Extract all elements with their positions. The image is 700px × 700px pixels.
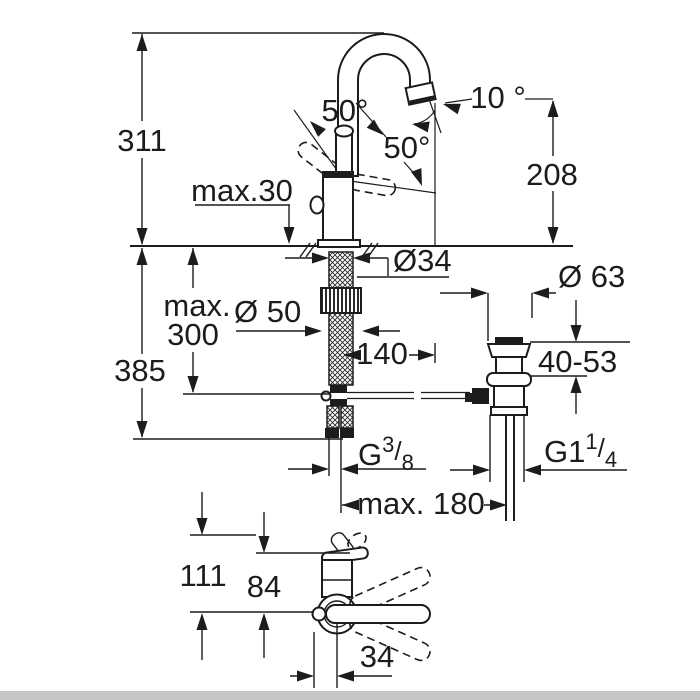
lever-axis-up-right [355,102,387,138]
dim-line-34 [290,624,392,688]
plan-rod-knob [311,606,327,622]
waste-thread-sub: 4 [605,447,617,472]
dim-rod-distance-label: max. 180 [357,486,485,521]
plan-lever-dashed-up [349,566,431,615]
dim-spout-angle-label: 10 ° [470,80,526,115]
dim-lever-length-label: 111 [179,558,226,593]
dim-deck-thickness-label: max.30 [191,173,293,208]
dim-below-height-label: 385 [114,353,166,388]
mounting-nut [320,287,362,314]
dim-shank-diameter-label: Ø34 [393,243,452,278]
waste-neck [495,356,523,374]
supply-hose-right [340,405,354,429]
waste-tailpipe [505,415,515,521]
supply-hose-left [326,405,340,429]
waste-thread-sup: 1 [585,429,597,454]
waste-thread-base: G1 [544,434,585,469]
waste-rod-coupling [472,388,489,404]
dim-line-g114 [450,415,627,482]
footer-bar [0,691,700,700]
dim-lever-body-label: 84 [247,569,281,604]
dim-waste-flange-label: Ø 63 [558,259,625,294]
dim-spout-height-label: 208 [526,157,578,192]
spout-outlet [404,81,437,106]
dim-waste-thread-label: G11/4 [544,429,617,472]
dim-spout-reach-label: 140 [356,336,408,371]
threaded-shank [328,251,354,289]
pop-up-waste [465,337,532,521]
pop-up-rod-knob [309,195,325,215]
supply-thread-sup: 3 [382,432,394,457]
waste-locknut [486,372,532,387]
deck-hatch-ticks [299,242,379,258]
waste-thread-slash: / [598,433,606,463]
waste-body [493,385,525,408]
faucet-body [322,171,354,243]
leader-dia34 [285,257,449,278]
leader-max30 [195,204,290,228]
plan-lever-solid [325,604,431,624]
dim-waste-range-label: 40-53 [538,344,617,379]
supply-thread-base: G [358,437,382,472]
dim-hose-clearance-label-1: max. [163,288,230,323]
hose-bundle [328,312,354,386]
dim-line-g38 [288,438,426,513]
rod-coupling-top [330,385,347,393]
dim-lever-offset-label: 34 [360,639,394,674]
front-view: 311 max.30 50° 50° 10 ° 208 Ø34 Ø 50 max… [114,32,630,521]
rod-coupling-bottom [330,399,347,406]
plan-lever-dashed-down [349,613,431,662]
plan-lever-tip-dashed [347,532,367,550]
leader-10deg [444,98,553,104]
hose-nut-left [325,428,339,438]
escutcheon [317,239,361,248]
dim-lever-angle-open-label: 50° [322,93,369,128]
faucet-body-joint [323,172,353,178]
supply-thread-slash: / [394,436,402,466]
waste-plug [495,337,523,344]
waste-body-lip [490,406,528,416]
lever-axis-right [349,180,437,194]
rod-ball-end [320,390,332,402]
dim-height-overall-label: 311 [117,123,166,158]
dim-line-dia63 [440,292,556,341]
lever-handle-cap [334,124,354,138]
plan-view: 111 84 34 [179,492,431,688]
waste-flange [486,343,532,358]
dim-supply-thread-label: G3/8 [358,432,414,475]
dim-line-4053 [530,300,630,414]
dim-lines-plan-vertical [190,492,350,660]
pop-up-horizontal-rod [347,391,470,400]
dim-lever-angle-side-label: 50° [384,130,431,165]
dim-hose-clearance-label-2: 300 [167,317,219,352]
plan-body [321,559,353,598]
dim-hole-diameter-label: Ø 50 [234,294,301,329]
hose-nut-right [340,428,354,438]
supply-thread-sub: 8 [402,450,414,475]
waste-rod-stem [465,393,472,402]
